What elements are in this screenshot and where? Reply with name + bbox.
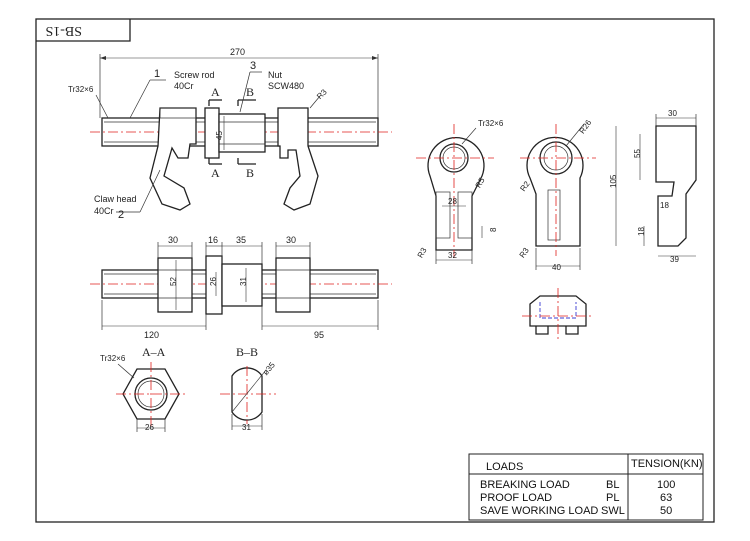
dim-120: 120 [144,330,159,340]
dim-52: 52 [169,277,178,286]
dim-95: 95 [314,330,324,340]
claw-r3-c: R3 [518,246,532,260]
section-b-b-dim-31: 31 [242,423,251,432]
section-a-a-title: A–A [142,345,166,359]
section-b-b-title: B–B [236,345,258,359]
section-a-a-dim-26: 26 [145,423,154,432]
part1-name: Screw rod [174,70,215,80]
row-proof-load-name: PROOF LOAD [480,492,552,504]
claw-dim-28: 28 [448,197,457,206]
claw-bottom-view [522,288,594,342]
claw-dim-18-a: 18 [660,201,669,210]
dim-overall-length: 270 [230,47,245,57]
bottom-assembly-view: 30 16 35 30 52 26 31 120 95 [90,235,392,340]
dim-35: 35 [236,235,246,245]
section-b-b-dia: ø35 [261,360,277,377]
claw-profile-view: 30 55 105 18 18 39 [609,109,697,264]
row-swl-value: 50 [660,505,672,517]
claw-dim-105: 105 [609,174,618,188]
claw-front-outline [427,137,485,251]
section-b-bottom-marker: B [246,166,254,180]
nut-body-top [218,113,266,153]
dim-45: 45 [215,131,224,140]
part3-number: 3 [250,60,256,72]
part1-material: 40Cr [174,81,194,91]
row-breaking-load-value: 100 [657,479,675,491]
top-assembly-view: 270 Tr32×6 A A B B 45 [68,47,392,221]
dim-16: 16 [208,235,218,245]
section-b-top-marker: B [246,85,254,99]
part2-name: Claw head [94,194,137,204]
claw-head-left [149,107,197,211]
claw-side-view: R26 R2 R3 40 [518,118,596,272]
dim-31: 31 [239,277,248,286]
section-a-top-marker: A [211,85,220,99]
row-breaking-load-name: BREAKING LOAD [480,479,570,491]
row-swl-abbr: SWL [601,505,625,517]
claw-dim-32: 32 [448,251,457,260]
claw-front-view: Tr32×6 28 8 32 R5 R3 [416,119,504,264]
claw-dim-8: 8 [489,227,498,232]
claw-side-outline [526,136,584,247]
claw-r26: R26 [578,118,594,136]
part2-material: 40Cr [94,206,114,216]
table-header-tension: TENSION(KN) [631,458,703,470]
section-b-b: B–B ø35 31 [220,345,277,432]
loads-table: LOADS TENSION(KN) BREAKING LOAD BL 100 P… [468,453,704,521]
dim-30-right: 30 [286,235,296,245]
claw-dim-40: 40 [552,263,561,272]
claw-dim-39: 39 [670,255,679,264]
section-a-bottom-marker: A [211,166,220,180]
table-header-loads: LOADS [486,461,523,473]
part3-name: Nut [268,70,283,80]
claw-dim-30: 30 [668,109,677,118]
thread-spec-top: Tr32×6 [68,85,94,94]
drawing-code: SB-1S [45,23,82,38]
claw-r2: R2 [518,179,532,193]
section-a-a-thread: Tr32×6 [100,354,126,363]
claw-dim-55: 55 [633,149,642,158]
row-breaking-load-abbr: BL [606,479,619,491]
dim-30-left: 30 [168,235,178,245]
claw-thread: Tr32×6 [478,119,504,128]
part2-number: 2 [118,209,124,221]
claw-head-right [277,107,319,211]
claw-profile-outline [655,125,697,247]
claw-bottom-outline [529,295,587,327]
claw-dim-18-b: 18 [637,227,646,236]
row-proof-load-value: 63 [660,492,672,504]
title-box [36,19,131,42]
row-proof-load-abbr: PL [606,492,619,504]
drawing-border [35,18,715,523]
section-a-a: A–A Tr32×6 26 [100,345,186,432]
part1-number: 1 [154,68,160,80]
nut-body-section [231,367,263,421]
part3-model: SCW480 [268,81,304,91]
dim-26: 26 [209,277,218,286]
claw-r3-a: R3 [416,246,429,260]
row-swl-name: SAVE WORKING LOAD [480,505,598,517]
